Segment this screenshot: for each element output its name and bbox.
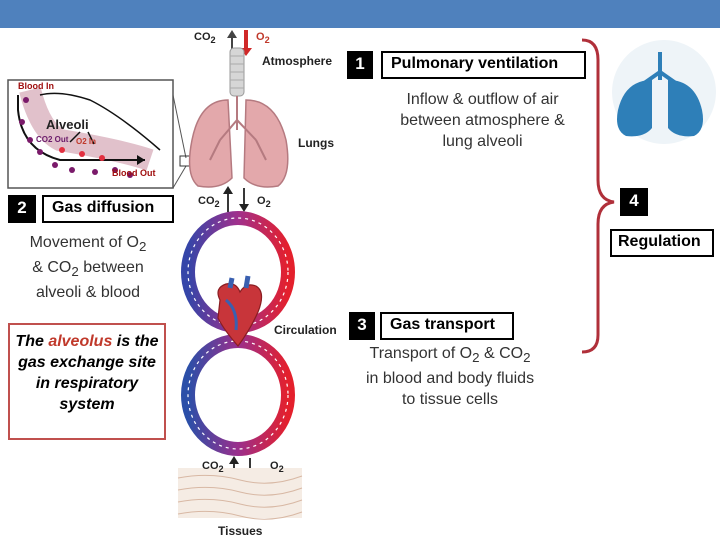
step3-title: Gas transport [380,312,514,340]
label-co2-mid: CO2 [198,195,220,210]
label-o2-in: O2 In [76,137,97,146]
heart [217,283,263,347]
step1-description: Inflow & outflow of air between atmosphe… [400,91,565,150]
step2-description: Movement of O2 & CO2 between alveoli & b… [29,234,147,302]
tissue-block [178,468,302,518]
step2-number: 2 [8,195,36,223]
label-o2-bottom: O2 [270,460,284,475]
label-blood-out: Blood Out [112,168,156,178]
left-lung [188,99,233,188]
label-alveoli: Alveoli [46,117,89,132]
label-blood-in: Blood In [18,81,54,91]
label-co2-bottom: CO2 [202,460,224,475]
label-o2-top: O2 [256,31,270,46]
regulation-bracket [581,38,615,354]
label-co2-top: CO2 [194,31,216,46]
step3-number: 3 [349,312,375,340]
right-lung [243,99,289,188]
label-tissues: Tissues [218,524,263,538]
step2-title: Gas diffusion [42,195,174,223]
label-lungs: Lungs [298,136,334,150]
step1-title: Pulmonary ventilation [381,51,586,79]
header-bar [0,0,720,28]
step1-number: 1 [347,51,373,79]
lungs-icon [612,40,716,144]
alveolus-callout: The alveolus is the gas exchange site in… [8,323,166,440]
label-atmosphere: Atmosphere [262,54,333,68]
step3-description: Transport of O2 & CO2 in blood and body … [365,345,535,409]
label-co2-out: CO2 Out [36,135,69,144]
label-o2-mid: O2 [257,195,271,210]
label-circulation: Circulation [274,323,337,337]
step4-title: Regulation [610,229,714,257]
step4-number: 4 [620,188,648,216]
